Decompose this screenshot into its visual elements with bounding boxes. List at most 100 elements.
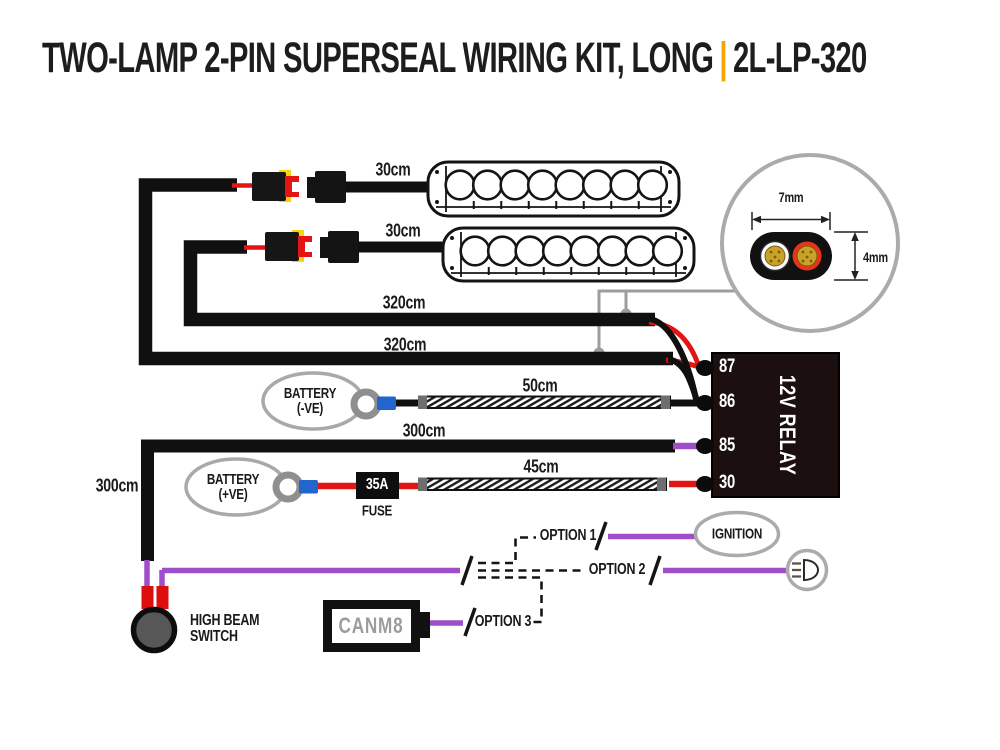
option1-label: OPTION 1 [539,527,597,544]
battery-positive-label: BATTERY (+VE) [206,471,260,503]
led-lens [514,235,546,267]
led-lens [609,169,641,201]
cap-bolt [683,236,687,240]
option3-label: OPTION 3 [474,613,532,630]
fuse-label: FUSE [361,502,393,520]
high-beam-switch-label: HIGH BEAM SWITCH [190,612,260,645]
fuse-body [356,472,399,499]
sheath-cap [661,395,670,409]
options-wiring [162,510,829,637]
connector-tab [307,177,317,198]
led-lens [444,169,476,201]
fuse-rating-label: 35A [365,476,389,493]
red-crimp-terminal [156,586,169,609]
led-lens [581,169,614,201]
braided-sheath [419,477,667,491]
black-wire-to-86 [667,356,700,402]
ignition-oval [693,510,781,558]
product-code: 2L-LP-320 [732,34,867,82]
fused-sheath-length-label: 45cm [523,456,559,477]
relay-pin-85-label: 85 [719,435,736,456]
battery-negative-line2: (-VE) [296,400,324,417]
canm8-module [323,600,430,652]
led-lens [624,235,656,267]
cap-bolt [450,266,454,270]
cap-bolt [435,200,439,204]
break-slashes [460,521,662,637]
option1-dashed [478,536,536,565]
lamp1-connector-pair [232,170,455,203]
fused-braided-lead [316,472,667,499]
relay-body [711,352,840,498]
harness-cables [138,178,675,561]
relay-name-label: 12V RELAY [775,374,800,476]
sheath-cap [657,477,666,491]
battery-negative-label: BATTERY (-VE) [283,385,337,417]
lamp-bar-1 [426,160,681,218]
battery-positive-line2: (+VE) [218,486,248,503]
break-slash [460,555,474,586]
led-array [444,169,669,209]
title-text: TWO-LAMP 2-PIN SUPERSEAL WIRING KIT, LON… [42,34,714,82]
cap-bolt [450,236,454,240]
relay-pin-30-terminal [696,476,714,492]
lamp1-harness-cable [138,178,673,366]
relay-pin-87-terminal [696,360,714,376]
switch-label-line1: HIGH BEAM [190,612,260,629]
relay-feed-length-label: 300cm [402,420,446,441]
lamp2-lead-length-label: 30cm [385,220,421,241]
relay-pin-86-label: 86 [719,391,736,412]
lamp2-connector-pair [244,230,470,263]
superseal-plug [252,172,286,201]
break-slash [648,555,662,586]
battery-positive-line1: BATTERY [206,471,260,488]
cap-bolt [668,170,672,174]
run1-length-label: 320cm [382,292,426,313]
lamp2-harness-cable [183,240,655,327]
run2-length-label: 320cm [383,334,427,355]
ring-terminal [350,388,382,420]
relay-group [696,352,840,498]
superseal-plug [265,232,299,261]
ring-terminal [272,471,304,503]
led-lens [471,169,504,201]
superseal-socket [328,231,359,263]
dimension-arrowheads [752,215,859,280]
red-crimp-terminal [141,586,154,609]
led-lens [541,235,574,267]
battery-negative-line1: BATTERY [283,385,337,402]
seal-notch [292,182,300,192]
sheath-cap [418,477,427,491]
led-lens [499,169,531,201]
callout-line [597,289,740,350]
option2-label: OPTION 2 [588,561,646,578]
canm8-tab [420,612,430,638]
relay-pin-30-label: 30 [719,472,736,493]
relay-feed-cable [141,439,675,561]
cap-bolt [668,200,672,204]
relay-pin-87-label: 87 [719,356,736,377]
battery-positive-group [184,457,318,517]
led-lens [636,169,669,201]
blue-crimp [377,396,396,410]
cable-width-label: 7mm [778,189,804,205]
braided-sheath [419,395,671,409]
led-lens [459,235,491,267]
option-dashed-links [478,536,585,624]
switch-feed-length-label: 300cm [95,475,139,496]
ground-braided-lead [395,395,698,409]
break-slash [463,607,477,637]
lamp1-lead-length-label: 30cm [375,159,411,180]
led-lens [651,235,684,267]
break-slash [594,521,608,551]
page-title: TWO-LAMP 2-PIN SUPERSEAL WIRING KIT, LON… [42,34,867,83]
switch-button [130,606,178,654]
canm8-inner [332,609,411,643]
canm8-label: CANM8 [338,613,404,638]
sheath-cap [418,395,427,409]
blue-crimp [299,480,318,494]
battery-negative-group [261,371,396,431]
cable-detail-group [720,153,900,333]
